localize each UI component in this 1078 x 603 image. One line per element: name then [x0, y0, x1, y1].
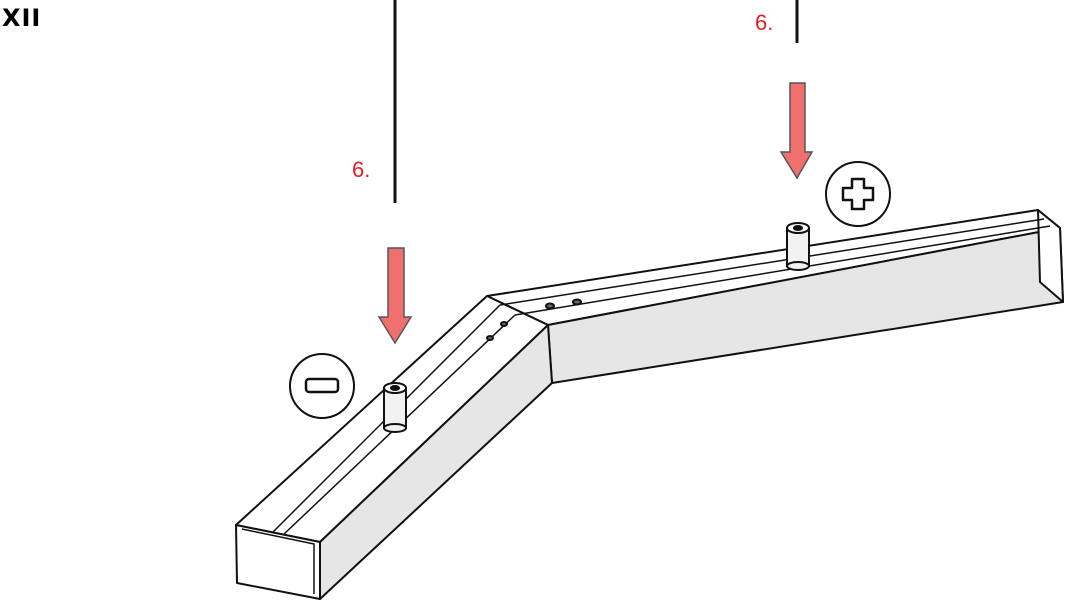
plus-icon [825, 161, 891, 227]
screw-hole-3 [486, 335, 494, 341]
right-connector-post [786, 222, 810, 271]
left-connector-post [383, 382, 407, 433]
left-arm-end-rim [241, 528, 315, 594]
screw-hole-2 [572, 298, 582, 306]
right-groove-line-1 [499, 218, 1045, 306]
left-step-label: 6. [352, 157, 370, 182]
right-step-label: 6. [755, 10, 773, 35]
screw-hole-1 [545, 302, 555, 310]
left-down-arrow [377, 247, 413, 345]
step-number: XII [2, 4, 42, 32]
right-groove-line-2 [514, 225, 1051, 316]
screw-hole-4 [500, 321, 508, 327]
left-arm-end-face [235, 524, 321, 600]
right-down-arrow [779, 82, 814, 180]
minus-icon [289, 353, 355, 419]
right-arm-end-face [1037, 209, 1064, 303]
